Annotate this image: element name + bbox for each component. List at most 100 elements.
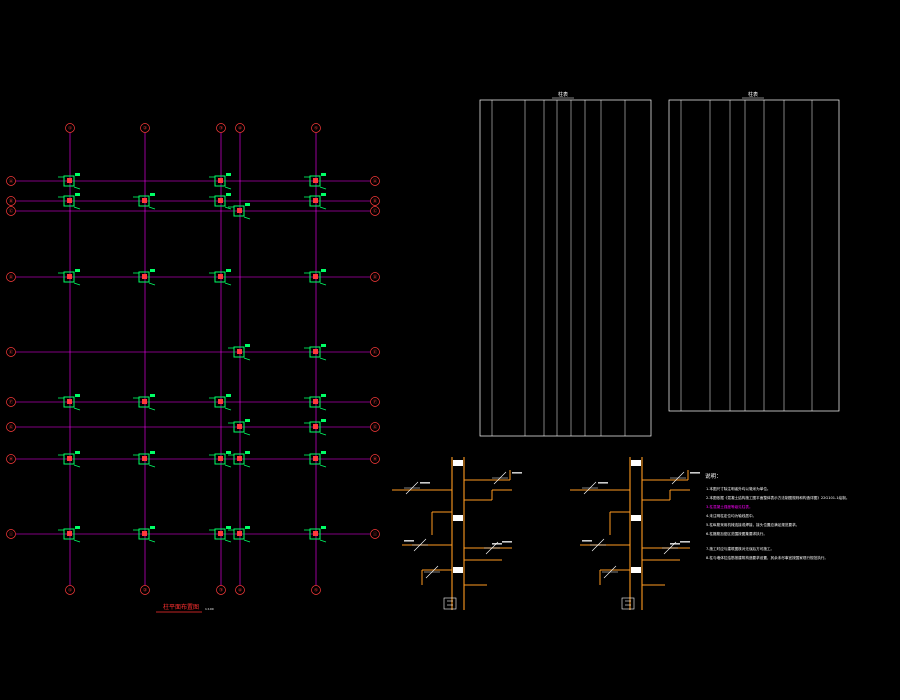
col-axis-label-4-top: ④ <box>238 126 242 132</box>
column-tag <box>245 419 250 422</box>
col-axis-bubble-5-bottom <box>311 585 321 595</box>
column-tag <box>321 193 326 196</box>
column-core <box>313 399 318 404</box>
column-leader <box>224 206 232 210</box>
row-axis-bubble-5-left <box>6 347 16 357</box>
detail-label-5 <box>502 541 512 543</box>
row-axis-label-1-left: Ⓐ <box>9 178 14 185</box>
column-core <box>142 399 147 404</box>
detail-column-mid <box>631 515 641 521</box>
column-17 <box>209 394 232 411</box>
column-leader <box>243 464 251 468</box>
column-leader <box>243 357 251 361</box>
column-outline <box>309 528 321 540</box>
row-axis-bubble-6-left <box>6 397 16 407</box>
column-22 <box>133 451 156 468</box>
column-5 <box>133 193 156 210</box>
column-27 <box>133 526 156 543</box>
row-axis-bubble-1-left <box>6 176 16 186</box>
column-tag <box>321 173 326 176</box>
detail-column-mid <box>453 515 463 521</box>
col-axis-bubble-4-top <box>235 123 245 133</box>
column-tag <box>245 451 250 454</box>
column-15 <box>58 394 81 411</box>
column-9 <box>58 269 81 286</box>
column-tag <box>150 394 155 397</box>
column-19 <box>228 419 251 436</box>
column-core <box>237 208 242 213</box>
note-item-6: 6.柱箍筋加密区范围按图集要求执行。 <box>706 531 767 536</box>
column-core <box>313 178 318 183</box>
column-leader <box>319 432 327 436</box>
column-13 <box>228 344 251 361</box>
column-leader <box>224 186 232 190</box>
row-axis-bubble-9-right <box>370 529 380 539</box>
column-tag <box>150 526 155 529</box>
column-leader <box>73 186 81 190</box>
column-8 <box>228 203 251 220</box>
column-tag <box>75 526 80 529</box>
column-leader <box>319 186 327 190</box>
notes-title: 说明： <box>705 472 722 480</box>
col-axis-bubble-5-top <box>311 123 321 133</box>
column-2 <box>209 173 232 190</box>
row-axis-label-7-left: Ⓖ <box>9 424 14 431</box>
axis-grid-lines <box>16 133 370 585</box>
row-axis-bubble-3-right <box>370 206 380 216</box>
column-outline <box>63 271 75 283</box>
row-axis-label-6-left: Ⓕ <box>9 399 14 406</box>
row-axis-bubble-2-left <box>6 196 16 206</box>
column-outline <box>309 396 321 408</box>
column-leader <box>224 464 232 468</box>
col-axis-label-4-bottom: ④ <box>238 588 242 594</box>
column-leader <box>319 357 327 361</box>
column-leader <box>319 282 327 286</box>
column-outline <box>63 453 75 465</box>
col-axis-bubble-1-top <box>65 123 75 133</box>
column-4 <box>58 193 81 210</box>
column-core <box>67 198 72 203</box>
table-frame <box>479 99 652 437</box>
column-core <box>237 424 242 429</box>
detail-label-3 <box>404 540 414 542</box>
column-leader <box>243 432 251 436</box>
column-table-right: 柱表 <box>668 91 840 412</box>
column-outline <box>233 453 245 465</box>
row-axis-label-9-right: Ⓘ <box>373 531 378 538</box>
column-leader <box>148 282 156 286</box>
column-leader <box>319 206 327 210</box>
column-24 <box>228 451 251 468</box>
column-core <box>218 456 223 461</box>
column-core <box>313 349 318 354</box>
column-outline <box>214 528 226 540</box>
row-axis-bubble-1-right <box>370 176 380 186</box>
column-core <box>67 178 72 183</box>
column-tag <box>150 451 155 454</box>
row-axis-label-3-right: Ⓒ <box>373 208 378 215</box>
column-outline <box>214 175 226 187</box>
column-core <box>237 531 242 536</box>
row-axis-label-5-right: Ⓔ <box>373 349 378 356</box>
column-3 <box>304 173 327 190</box>
column-leader <box>73 407 81 411</box>
column-outline <box>309 453 321 465</box>
column-1 <box>58 173 81 190</box>
row-axis-bubble-5-right <box>370 347 380 357</box>
col-axis-bubble-3-top <box>216 123 226 133</box>
row-axis-label-1-right: Ⓐ <box>373 178 378 185</box>
column-outline <box>214 271 226 283</box>
column-outline <box>233 205 245 217</box>
note-item-3: 3.柱混凝土强度等级见柱表。 <box>706 504 753 509</box>
column-tag <box>75 193 80 196</box>
column-outline <box>233 346 245 358</box>
column-leader <box>243 216 251 220</box>
row-axis-label-4-right: Ⓓ <box>373 274 378 281</box>
column-tag <box>321 269 326 272</box>
row-axis-label-9-left: Ⓘ <box>9 531 14 538</box>
column-tag <box>321 394 326 397</box>
column-outline <box>214 453 226 465</box>
table-right-title: 柱表 <box>748 91 758 98</box>
column-12 <box>304 269 327 286</box>
column-outline <box>138 396 150 408</box>
